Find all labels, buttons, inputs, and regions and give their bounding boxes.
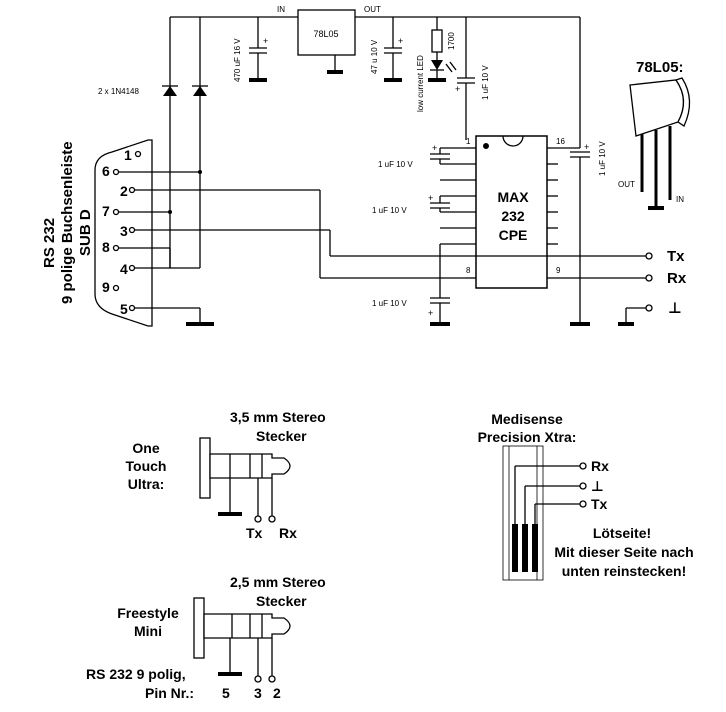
package-title: 78L05: xyxy=(636,59,684,76)
jack25-device-1: Freestyle xyxy=(117,605,179,621)
cap-47uf: + xyxy=(384,17,403,82)
cap-c3-label: 1 uF 10 V xyxy=(372,299,407,308)
jack35-device-2: Touch xyxy=(126,458,167,474)
svg-text:CPE: CPE xyxy=(499,227,528,243)
output-rx-label: Rx xyxy=(667,270,687,287)
diodes xyxy=(162,85,208,96)
regulator-box xyxy=(297,9,356,56)
jack25-pin-2: 2 xyxy=(273,685,281,701)
cap-470uf-label: 470 uF 16 V xyxy=(233,38,242,82)
svg-text:9: 9 xyxy=(556,266,561,275)
svg-text:8: 8 xyxy=(466,266,471,275)
output-terminals xyxy=(618,252,653,326)
svg-text:+: + xyxy=(398,36,403,46)
svg-text:+: + xyxy=(432,143,437,153)
jack25-pin-5: 5 xyxy=(222,685,230,701)
package-in-label: IN xyxy=(676,195,684,204)
pin-label-9: 9 xyxy=(102,279,110,295)
cap-470uf: + xyxy=(249,17,268,82)
subd-connector xyxy=(94,139,153,327)
medisense-note-1: Lötseite! xyxy=(593,525,651,541)
medisense-rx: Rx xyxy=(591,458,609,474)
svg-text:MAX: MAX xyxy=(497,189,529,205)
jack25-pins-1: RS 232 9 polig, xyxy=(86,666,186,682)
cap-c2: + xyxy=(428,193,450,212)
resistor-label: 1700 xyxy=(447,32,456,50)
svg-text:232: 232 xyxy=(501,208,525,224)
jack25-device-2: Mini xyxy=(134,623,162,639)
svg-text:16: 16 xyxy=(556,137,565,146)
medisense-tx: Tx xyxy=(591,496,608,512)
output-tx-label: Tx xyxy=(667,248,685,265)
pin-label-5: 5 xyxy=(120,301,128,317)
jack35-title-1: 3,5 mm Stereo xyxy=(230,409,326,425)
svg-text:+: + xyxy=(263,36,268,46)
cap-c1: + xyxy=(430,143,466,164)
jack35-rx: Rx xyxy=(279,525,297,541)
connector-label-1: RS 232 xyxy=(41,218,58,268)
cap-c1-label: 1 uF 10 V xyxy=(378,160,413,169)
svg-text:+: + xyxy=(455,84,460,94)
connector-label-3: SUB D xyxy=(77,209,94,256)
jack25-pins-2: Pin Nr.: xyxy=(145,685,194,701)
medisense-note-2: Mit dieser Seite nach xyxy=(554,544,693,560)
cap-c3: + xyxy=(428,244,450,326)
medisense-title-2: Precision Xtra: xyxy=(478,429,577,445)
output-gnd-label: ⊥ xyxy=(668,300,682,317)
diodes-label: 2 x 1N4148 xyxy=(98,87,139,96)
svg-text:+: + xyxy=(584,142,589,152)
medisense-connector xyxy=(502,445,587,581)
connector-wiring xyxy=(119,170,646,326)
svg-text:+: + xyxy=(428,308,433,318)
jack35-tx: Tx xyxy=(246,525,263,541)
subd-pins xyxy=(112,150,142,312)
max232-ic: MAX 232 CPE 1 16 8 9 xyxy=(440,135,580,289)
regulator-out-label: OUT xyxy=(364,5,381,14)
jack25-title-2: Stecker xyxy=(256,593,307,609)
cap-47uf-label: 47 u 10 V xyxy=(370,39,379,74)
jack35-title-2: Stecker xyxy=(256,428,307,444)
regulator-package xyxy=(629,77,691,210)
jack35-device-3: Ultra: xyxy=(128,476,165,492)
jack25-pin-3: 3 xyxy=(254,685,262,701)
pin-label-1: 1 xyxy=(124,147,132,163)
cap-c4-label: 1 uF 10 V xyxy=(598,141,607,176)
pin-label-8: 8 xyxy=(102,239,110,255)
pin-label-2: 2 xyxy=(120,183,128,199)
cap-top-1uf: + xyxy=(455,17,475,140)
led-label: low current LED xyxy=(416,55,425,112)
jack35-device-1: One xyxy=(132,440,159,456)
svg-text:1: 1 xyxy=(466,137,471,146)
pin-label-6: 6 xyxy=(102,163,110,179)
medisense-title-1: Medisense xyxy=(491,411,563,427)
jack-35mm xyxy=(199,437,291,523)
cap-c4: + xyxy=(570,142,590,326)
jack-25mm xyxy=(193,597,291,683)
pin-label-7: 7 xyxy=(102,203,110,219)
led-resistor xyxy=(428,17,457,82)
regulator-label: 78L05 xyxy=(313,29,338,39)
pin-label-3: 3 xyxy=(120,223,128,239)
regulator-in-label: IN xyxy=(277,5,285,14)
svg-text:+: + xyxy=(428,193,433,203)
cap-top-label: 1 uF 10 V xyxy=(481,65,490,100)
medisense-gnd: ⊥ xyxy=(591,478,604,494)
package-out-label: OUT xyxy=(618,180,635,189)
medisense-note-3: unten reinstecken! xyxy=(562,563,686,579)
jack25-title-1: 2,5 mm Stereo xyxy=(230,574,326,590)
pin-label-4: 4 xyxy=(120,261,128,277)
power-supply: 78L05 IN OUT + 470 uF 16 V + 47 u 10 V xyxy=(169,5,581,268)
cap-c2-label: 1 uF 10 V xyxy=(372,206,407,215)
connector-label-2: 9 polige Buchsenleiste xyxy=(59,141,76,304)
